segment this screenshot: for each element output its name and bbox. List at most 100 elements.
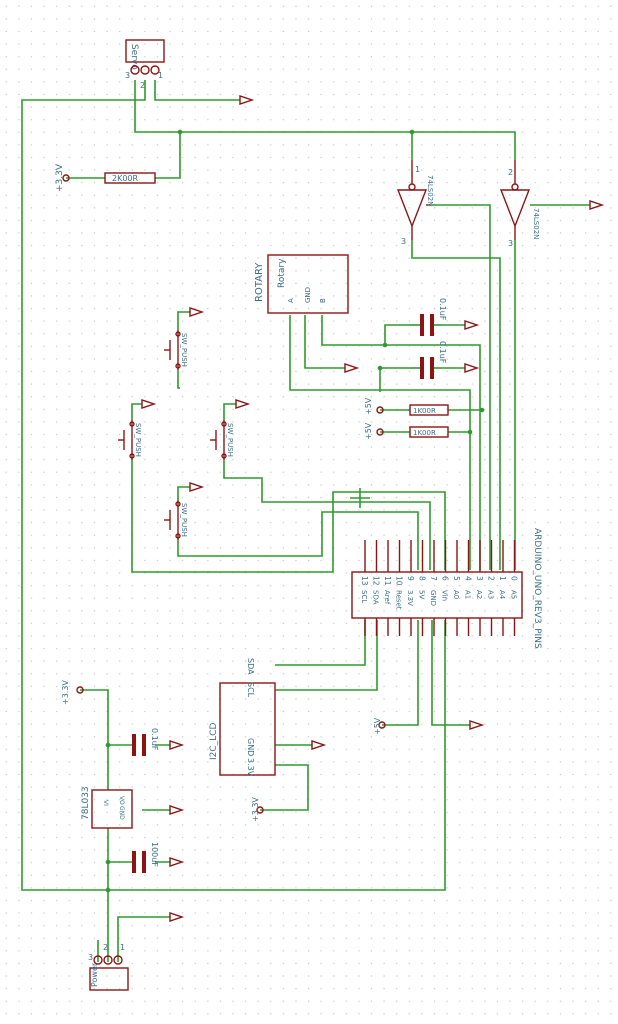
arduino-top-pin-label: 10 <box>395 576 404 586</box>
arduino-top-pin-label: 13 <box>360 576 369 586</box>
svg-text:100uF: 100uF <box>150 842 159 867</box>
svg-text:SCL: SCL <box>246 682 255 698</box>
resistor-servo: 2K00R <box>104 172 156 184</box>
regulator-78l033: 78L033 VO GND VI <box>81 786 133 829</box>
servo-pin-1: 1 <box>158 71 163 80</box>
servo-pin-2: 2 <box>140 81 145 90</box>
power-label-33-reg: +3.3V <box>61 680 84 705</box>
ground-symbols <box>141 95 605 922</box>
svg-text:+5V: +5V <box>364 397 373 415</box>
arduino-top-pin-label: 11 <box>383 576 392 586</box>
arduino-bottom-pin-label: GND <box>429 590 437 606</box>
svg-text:2K00R: 2K00R <box>112 174 139 183</box>
i2c-lcd: I2C_LCD SDA SCL GND 3.3V <box>209 658 276 777</box>
arduino-top-pin-label: 9 <box>406 576 415 581</box>
inv2-pin-3: 3 <box>508 239 513 248</box>
svg-text:GND: GND <box>118 806 125 820</box>
svg-text:SW_PUSH: SW_PUSH <box>180 333 188 367</box>
power-pin-3: 3 <box>88 953 93 962</box>
svg-text:SW_PUSH: SW_PUSH <box>180 503 188 537</box>
push-button-3: SW_PUSH <box>210 420 234 460</box>
svg-text:VI: VI <box>102 800 109 806</box>
svg-text:SDA: SDA <box>246 658 255 675</box>
capacitor-top-1: 0.1uF <box>410 298 447 336</box>
svg-text:0.1uF: 0.1uF <box>438 298 447 321</box>
arduino-bottom-pin-label: Vin <box>441 590 449 601</box>
power-pin-2: 2 <box>103 943 108 952</box>
arduino-top-pin-label: 2 <box>487 576 496 581</box>
svg-text:1K00R: 1K00R <box>413 407 436 415</box>
svg-text:1K00R: 1K00R <box>413 429 436 437</box>
rotary-value: Rotary <box>277 258 287 288</box>
capacitor-reg-2: 100uF <box>132 842 159 873</box>
arduino-bottom-pin-label: A0 <box>452 590 460 599</box>
svg-text:3.3V: 3.3V <box>246 758 255 777</box>
arduino-bottom-pin-label: A4 <box>498 590 506 600</box>
svg-text:SW_PUSH: SW_PUSH <box>134 423 142 457</box>
arduino-bottom-pin-label: 3.3V <box>406 590 414 606</box>
svg-text:+5V: +5V <box>373 717 382 735</box>
inv2-pin-2: 2 <box>508 168 513 177</box>
svg-text:VO: VO <box>118 796 125 805</box>
resistor-b: 1K00R <box>409 426 449 438</box>
arduino-bottom-pin-label: Reset <box>395 590 403 610</box>
power-label-33-lcd: +3.3V <box>251 797 264 822</box>
inv1-pin-1: 1 <box>415 165 420 174</box>
svg-text:Power: Power <box>90 962 99 987</box>
arduino-top-pin-label: 4 <box>464 576 473 581</box>
rotary-encoder: ROTARY Rotary A GND B <box>254 254 349 314</box>
arduino-top-pin-label: 0 <box>510 576 519 581</box>
arduino-top-pin-label: 8 <box>418 576 427 581</box>
inverter-1: 1 3 74LS02N <box>396 160 434 246</box>
regulator-name: 78L033 <box>81 786 91 820</box>
capacitor-reg-1: 0.1uF <box>132 728 159 756</box>
arduino-bottom-pin-label: A2 <box>475 590 483 599</box>
lcd-name: I2C_LCD <box>209 723 219 760</box>
capacitor-top-2: 0.1uF <box>410 341 447 379</box>
arduino-top-pin-label: 6 <box>441 576 450 581</box>
push-button-1: SW_PUSH <box>164 330 188 370</box>
inverter-2: 2 3 74LS02N <box>499 160 540 248</box>
svg-text:+5V: +5V <box>364 422 373 440</box>
rotary-pin-b: B <box>319 298 327 303</box>
svg-text:+3.3V: +3.3V <box>61 680 70 705</box>
arduino-bottom-pin-label: A1 <box>464 590 472 599</box>
servo-connector: Servo 3 2 1 <box>125 39 165 90</box>
power-label-5v-a: +5V <box>364 397 384 415</box>
svg-text:+3.3V: +3.3V <box>55 163 65 192</box>
push-button-2: SW_PUSH <box>118 420 142 460</box>
arduino-name: ARDUINO_UNO_REV3_PINS <box>532 528 542 649</box>
servo-label: Servo <box>129 44 139 70</box>
power-pin-1: 1 <box>120 943 125 952</box>
svg-text:0.1uF: 0.1uF <box>150 728 159 751</box>
power-connector: Power 3 2 1 <box>88 943 129 991</box>
power-label-5v-ard: +5V <box>373 717 386 735</box>
inv1-pin-3: 3 <box>401 237 406 246</box>
power-label-5v-b: +5V <box>364 422 384 440</box>
rotary-name: ROTARY <box>254 262 265 302</box>
svg-text:74LS02N: 74LS02N <box>532 208 540 239</box>
power-label-33-servo: +3.3V <box>55 163 70 192</box>
junctions <box>105 129 485 893</box>
resistor-a: 1K00R <box>409 404 449 416</box>
servo-pin-3: 3 <box>125 71 130 80</box>
rotary-pin-gnd: GND <box>304 287 312 303</box>
svg-text:+3.3V: +3.3V <box>251 797 260 822</box>
wires <box>21 80 590 962</box>
svg-text:0.1uF: 0.1uF <box>438 341 447 364</box>
arduino-top-pin-label: 12 <box>372 576 381 586</box>
arduino-bottom-pin-label: A3 <box>487 590 495 599</box>
svg-text:GND: GND <box>246 738 255 756</box>
arduino-bottom-pin-label: A5 <box>510 590 518 599</box>
arduino-top-pin-label: 5 <box>452 576 461 581</box>
arduino-bottom-pin-label: SCL <box>360 590 368 603</box>
arduino-top-pin-label: 3 <box>475 576 484 581</box>
svg-text:74LS02N: 74LS02N <box>426 175 434 206</box>
rotary-pin-a: A <box>287 298 295 303</box>
push-button-4: SW_PUSH <box>164 500 188 540</box>
arduino-top-pin-label: 7 <box>429 576 438 581</box>
svg-text:SW_PUSH: SW_PUSH <box>226 423 234 457</box>
